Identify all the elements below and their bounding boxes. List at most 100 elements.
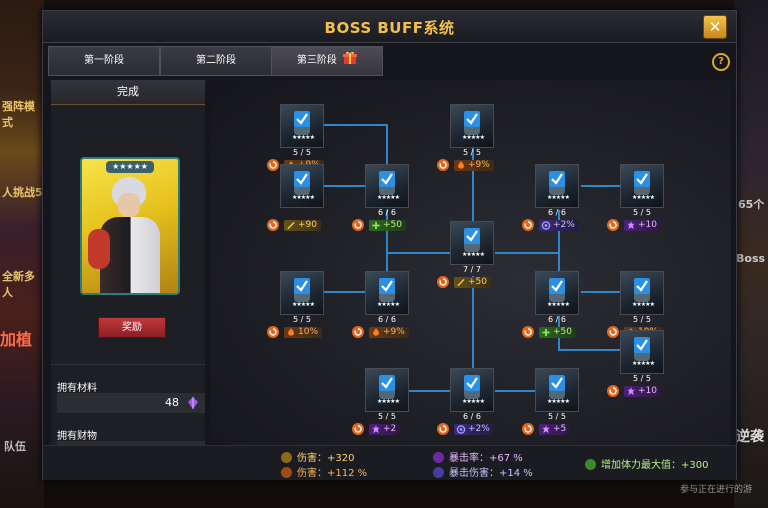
node-portrait: ★★★★★: [365, 164, 409, 208]
upgrade-icon[interactable]: [522, 326, 534, 338]
node-bonus: +5: [522, 423, 571, 435]
crystal-icon: [188, 397, 198, 409]
completion-panel: 完成 ★★★★★ 奖励 拥有材料 48 拥有财物 39132: [51, 80, 205, 474]
bg-text: 队伍: [4, 440, 26, 453]
critdmg-icon: [541, 221, 551, 230]
upgrade-icon[interactable]: [267, 159, 279, 171]
buff-node[interactable]: ★★★★★5 / 5+9%: [267, 104, 324, 171]
title-bar: BOSS BUFF系统 ✕: [43, 11, 736, 43]
upgrade-icon[interactable]: [437, 159, 449, 171]
buff-node[interactable]: ★★★★★7 / 7+50: [437, 221, 494, 288]
bonus-value: +2%: [553, 220, 575, 230]
checkmark-icon: [634, 278, 650, 294]
node-count: 5 / 5: [633, 315, 651, 324]
bg-text: Boss: [736, 252, 766, 265]
buff-node[interactable]: ★★★★★5 / 5+9%: [437, 104, 494, 171]
buff-node[interactable]: ★★★★★6 / 6 +2%: [522, 164, 579, 231]
upgrade-icon[interactable]: [352, 326, 364, 338]
buff-node[interactable]: ★★★★★5 / 5+2: [352, 368, 409, 435]
buff-node[interactable]: ★★★★★ 5 / 5 +5: [522, 368, 579, 435]
buff-node[interactable]: ★★★★★6 / 6+50: [352, 164, 409, 231]
bg-text: 逆袭: [736, 429, 764, 445]
upgrade-icon[interactable]: [607, 385, 619, 397]
node-portrait: ★★★★★: [450, 368, 494, 412]
heal-icon: [585, 459, 596, 470]
node-bonus: +2%: [522, 219, 579, 231]
node-portrait: ★★★★★: [280, 271, 324, 315]
upgrade-icon[interactable]: [437, 423, 449, 435]
bonus-value: 10%: [298, 327, 319, 337]
tab-stage-1[interactable]: 第一阶段: [48, 46, 160, 76]
buff-node[interactable]: ★★★★★+90: [267, 164, 324, 231]
tab-stage-2[interactable]: 第二阶段: [160, 46, 272, 76]
buff-node[interactable]: ★★★★★5 / 5+10: [607, 164, 664, 231]
node-bonus: +10: [607, 219, 661, 231]
sword-icon: [457, 278, 465, 287]
help-button[interactable]: ?: [712, 53, 730, 71]
bonus-bar: +90: [284, 220, 321, 231]
stars-icon: ★★★★★: [377, 398, 400, 405]
upgrade-icon[interactable]: [267, 326, 279, 338]
stars-icon: ★★★★★: [632, 360, 655, 367]
completion-header: 完成: [51, 80, 205, 105]
bg-footer-hint: 参与正在进行的游: [680, 485, 753, 495]
upgrade-icon[interactable]: [267, 219, 279, 231]
checkmark-icon: [634, 337, 650, 353]
checkmark-icon: [549, 278, 565, 294]
bonus-bar: +2%: [454, 424, 494, 435]
bonus-bar: +9%: [369, 327, 409, 338]
stars-icon: ★★★★★: [547, 398, 570, 405]
bonus-value: +9%: [468, 160, 490, 170]
buff-node[interactable]: ★★★★★ 5 / 5 +10: [607, 330, 664, 397]
bg-text: 人挑战5: [2, 186, 43, 199]
node-bonus: +50: [352, 219, 406, 231]
upgrade-icon[interactable]: [607, 219, 619, 231]
node-bonus: +2: [352, 423, 401, 435]
bonus-value: +90: [298, 220, 317, 230]
fire-icon: [373, 328, 379, 336]
node-portrait: ★★★★★: [365, 368, 409, 412]
node-portrait: ★★★★★: [535, 164, 579, 208]
crit-icon: [433, 452, 444, 463]
node-count: 5 / 5: [633, 374, 651, 383]
checkmark-icon: [634, 171, 650, 187]
upgrade-icon[interactable]: [522, 423, 534, 435]
upgrade-icon[interactable]: [437, 276, 449, 288]
hero-body: [100, 217, 160, 293]
bonus-bar: +2%: [539, 220, 579, 231]
stars-icon: ★★★★★: [547, 301, 570, 308]
node-count: 5 / 5: [548, 412, 566, 421]
checkmark-icon: [549, 375, 565, 391]
node-portrait: ★★★★★: [535, 271, 579, 315]
materials-value: 48: [165, 396, 179, 409]
buff-node[interactable]: ★★★★★6 / 6+50: [522, 271, 579, 338]
node-portrait: ★★★★★: [280, 104, 324, 148]
upgrade-icon[interactable]: [352, 423, 364, 435]
checkmark-icon: [464, 111, 480, 127]
node-portrait: ★★★★★: [450, 221, 494, 265]
critdmg-icon: [456, 425, 466, 434]
materials-value-box: 48: [57, 393, 205, 413]
upgrade-icon[interactable]: [522, 219, 534, 231]
buff-node[interactable]: ★★★★★6 / 6+2%: [437, 368, 494, 435]
fire-icon: [281, 467, 292, 478]
bg-text: 加植: [0, 330, 33, 349]
node-portrait: ★★★★★: [620, 271, 664, 315]
buff-node[interactable]: ★★★★★6 / 6+9%: [352, 271, 409, 338]
bonus-value: +10: [638, 386, 657, 396]
reward-button[interactable]: 奖励: [98, 317, 166, 338]
bonus-bar: +50: [539, 327, 576, 338]
node-count: 6 / 6: [548, 208, 566, 217]
bonus-bar: +5: [539, 424, 571, 435]
upgrade-icon[interactable]: [352, 219, 364, 231]
close-button[interactable]: ✕: [703, 15, 727, 39]
upgrade-icon[interactable]: [607, 326, 619, 338]
stars-icon: ★★★★★: [292, 301, 315, 308]
tab-stage-3[interactable]: 第三阶段: [271, 46, 383, 76]
stat-crit-rate: 暴击率：+67 %: [433, 449, 523, 464]
buff-node[interactable]: ★★★★★5 / 510%: [607, 271, 664, 338]
checkmark-icon: [294, 111, 310, 127]
stars-icon: ★★★★★: [462, 398, 485, 405]
bonus-value: +50: [553, 327, 572, 337]
